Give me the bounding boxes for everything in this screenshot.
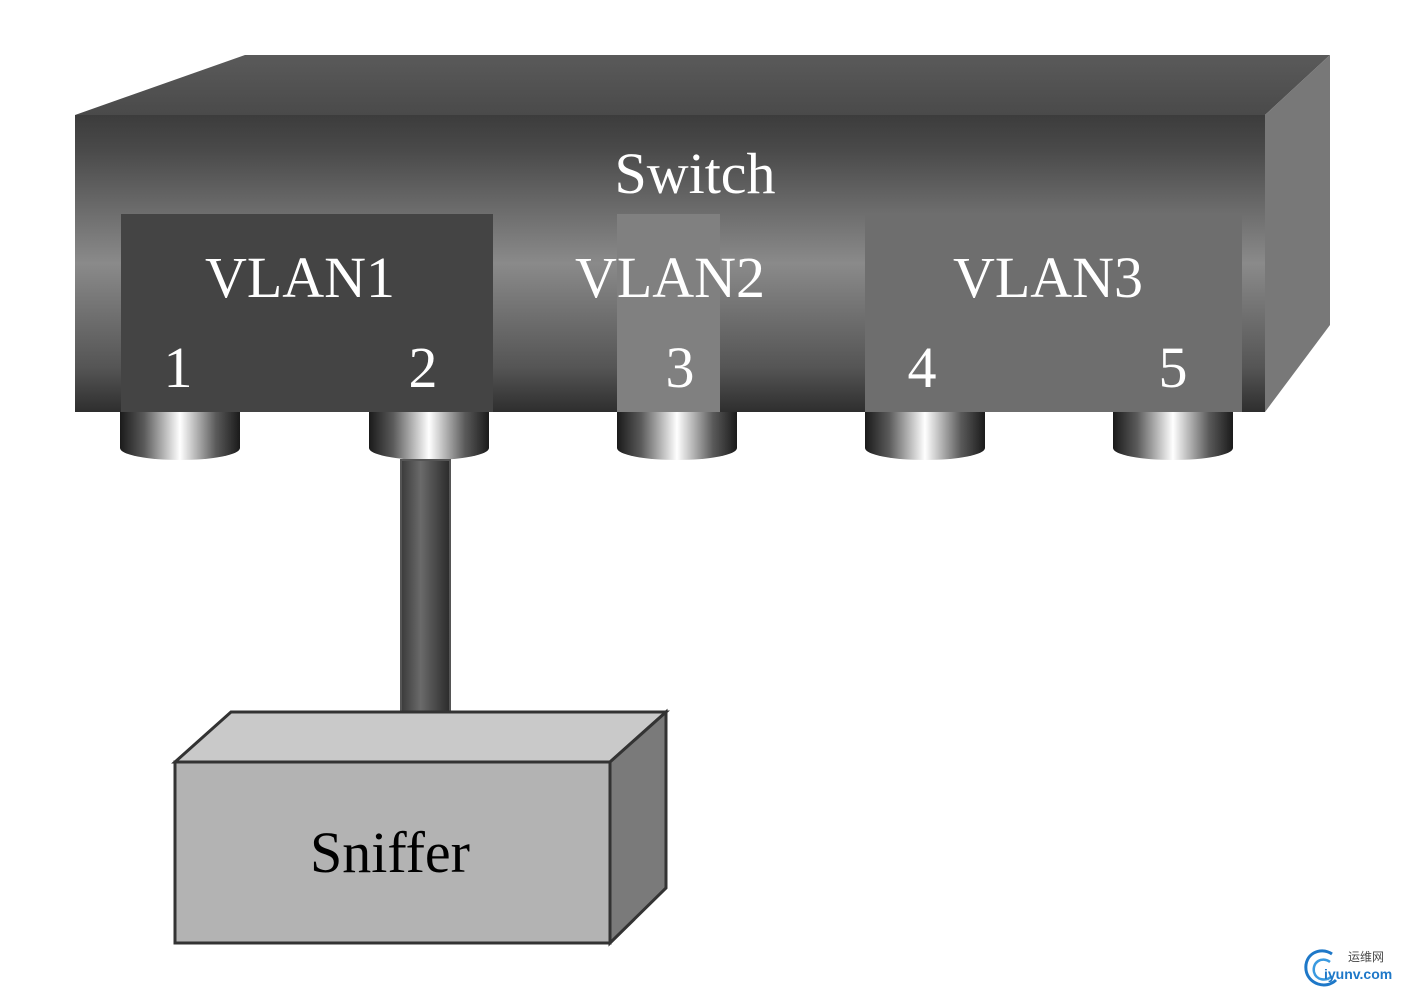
watermark-text-cn: 运维网 — [1348, 950, 1385, 964]
sniffer-device: Sniffer — [171, 708, 670, 947]
watermark: 运维网 iyunv.com — [1300, 944, 1407, 992]
port-number-3: 3 — [666, 335, 695, 400]
sniffer-label: Sniffer — [310, 820, 470, 885]
port-connector-2 — [369, 412, 489, 460]
vlan2-panel: VLAN2 — [575, 214, 765, 412]
sniffer-top-face — [171, 710, 670, 764]
vlan1-area — [121, 214, 493, 412]
vlan3-label: VLAN3 — [953, 245, 1143, 310]
port-number-2: 2 — [409, 335, 438, 400]
vlan1-panel: VLAN1 — [121, 214, 493, 412]
vlan1-label: VLAN1 — [205, 245, 395, 310]
port-number-1: 1 — [164, 335, 193, 400]
vlan2-area — [617, 214, 720, 412]
switch-side-face — [1265, 55, 1330, 412]
port-number-4: 4 — [908, 335, 937, 400]
switch-label: Switch — [614, 141, 775, 206]
port-number-5: 5 — [1159, 335, 1188, 400]
sniffer-cable — [400, 459, 451, 741]
port-connector-4 — [865, 412, 985, 460]
port-numbers: 1 2 3 4 5 — [164, 335, 1188, 400]
swirl-logo-icon — [1304, 949, 1338, 987]
watermark-text-en: iyunv.com — [1324, 966, 1393, 982]
port-connector-5 — [1113, 412, 1233, 460]
port-connectors — [120, 412, 1233, 460]
vlan3-panel: VLAN3 — [865, 214, 1242, 412]
switch-top-face — [75, 55, 1330, 115]
vlan3-area — [865, 214, 1242, 412]
vlan2-label: VLAN2 — [575, 245, 765, 310]
port-connector-3 — [617, 412, 737, 460]
sniffer-front-face — [173, 760, 612, 945]
port-connector-1 — [120, 412, 240, 460]
